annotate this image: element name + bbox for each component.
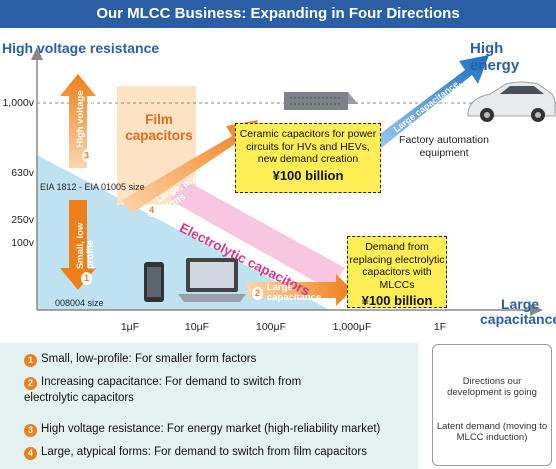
legend-panel: 1 Small, low-profile: For smaller form fa… [0,343,418,469]
legend-item-1: 1 Small, low-profile: For smaller form fa… [24,351,256,367]
legend-item-4: 4 Large, atypical forms: For demand to sw… [24,444,367,460]
car-icon [467,81,556,122]
y-tick-630v: 630v [11,167,34,179]
legend-text-3: High voltage resistance: For energy mark… [41,423,381,435]
demand-callout-amount: ¥100 billion [361,293,433,308]
demand-callout: Demand from replacing electrolytic capac… [347,236,447,308]
arrow-3-number: 3 [81,149,91,163]
legend-item-3: 3 High voltage resistance: For energy mar… [24,421,380,437]
key-latent-text: Latent demand (moving to MLCC induction) [436,421,548,443]
blue-region [37,155,330,310]
power-module-icon [284,92,358,110]
legend-number-3: 3 [24,424,37,437]
laptop-icon [178,258,246,302]
x-tick-1uF: 1μF [120,321,140,333]
smartphone-icon [144,262,164,302]
arrow-small [60,200,96,290]
x-tick-100uF: 100μF [256,321,286,333]
film-capacitors-label: Film capacitors [125,112,193,143]
demand-callout-text: Demand from replacing electrolytic capac… [349,241,445,291]
arrow-2-label: 2 Large capacitance [252,283,336,303]
arrow-1-number: 1 [80,272,92,286]
legend-text-1: Small, low-profile: For smaller form fac… [41,353,257,365]
x-tick-1000uF: 1,000μF [332,321,372,333]
arrow-3-text: High voltage resistance [75,90,96,148]
key-panel [432,344,552,466]
eia-size-label: EIA 1812 - EIA 01005 size [40,182,145,192]
arrow-2-number: 2 [252,286,263,300]
legend-number-2: 2 [24,377,37,390]
small-size-label: 008004 size [55,298,104,308]
arrow-2-text: Large capacitance [266,282,322,303]
key-directions-text: Directions our development is going [447,376,537,398]
legend-number-4: 4 [24,447,37,460]
legend-number-1: 1 [24,354,37,367]
factory-automation-label: Factory automation equipment [399,134,489,159]
arrow-high-energy [372,55,489,149]
ceramic-callout-amount: ¥100 billion [272,167,344,183]
arrow-large-atypical [122,120,258,214]
legend-text-2: Increasing capacitance: For demand to sw… [24,376,302,404]
x-tick-1F: 1F [433,321,447,333]
high-energy-label: High energy [470,40,520,74]
arrow-large-capacitance [247,274,352,306]
y-tick-250v: 250v [11,214,34,226]
ceramic-callout-text: Ceramic capacitors for power circuits fo… [239,128,377,165]
y-axis-label: High voltage resistance [2,40,160,56]
y-tick-100v: 100v [11,237,34,249]
x-axis-label: Large capacitance [480,296,556,327]
page-title: Our MLCC Business: Expanding in Four Dir… [0,0,556,28]
ceramic-callout: Ceramic capacitors for power circuits fo… [235,123,381,193]
arrow-high-voltage [60,74,96,168]
arrow-1-text: Small, low profile [75,222,96,270]
x-tick-10uF: 10μF [184,321,210,333]
arrow-1-label: 1 Small, low profile [75,204,96,286]
electrolytic-region [170,180,345,290]
arrow-4-number: 4 [146,203,157,217]
legend-text-4: Large, atypical forms: For demand to swi… [41,446,367,458]
y-tick-1000v: 1,000v [2,97,34,109]
arrow-3-label: 3 High voltage resistance [75,78,96,163]
